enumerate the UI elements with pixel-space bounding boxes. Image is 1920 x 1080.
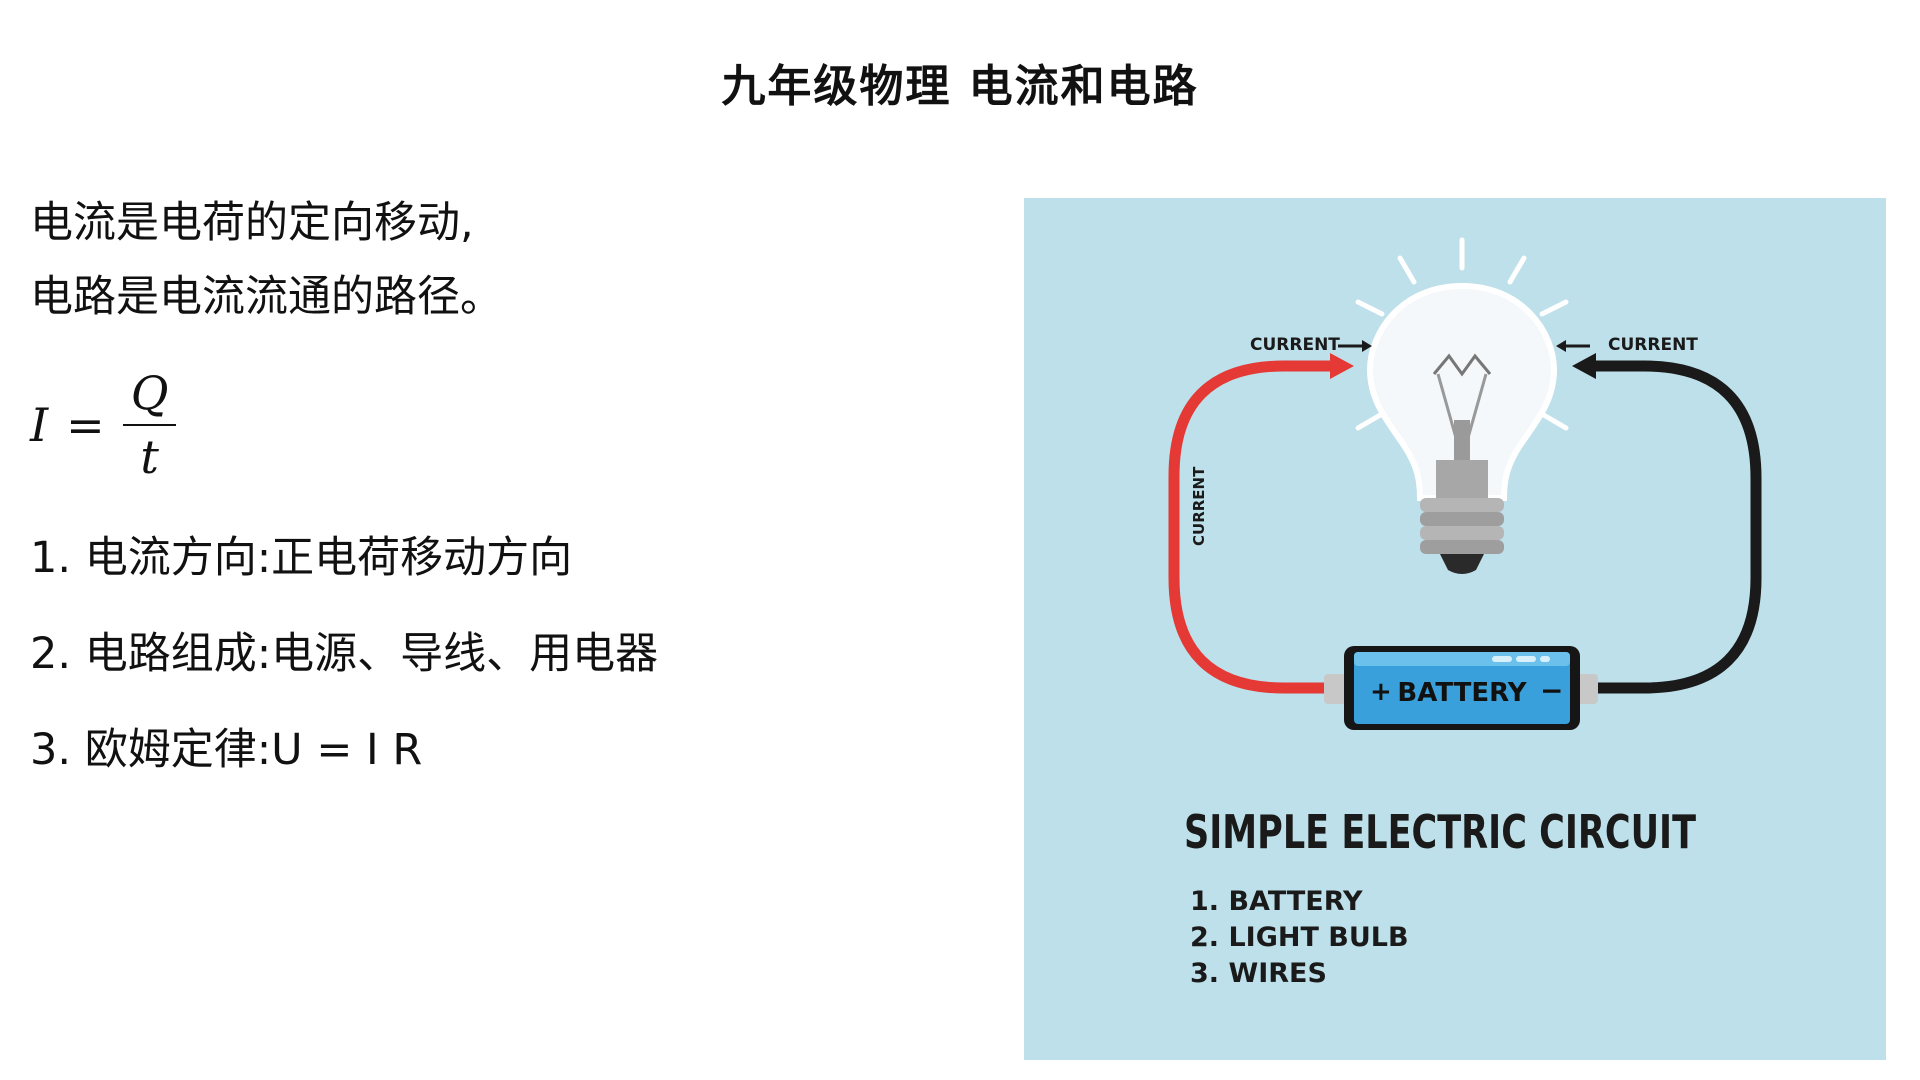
intro-line-1: 电流是电荷的定向移动, bbox=[30, 198, 474, 248]
positive-wire-arrowhead bbox=[1330, 353, 1354, 379]
diagram-heading: SIMPLE ELECTRIC CIRCUIT bbox=[1184, 805, 1696, 859]
battery-icon bbox=[1324, 646, 1598, 730]
formula-fraction: Q t bbox=[122, 366, 177, 484]
circuit-diagram: CURRENT CURRENT CURRENT bbox=[1024, 198, 1886, 1060]
formula-numerator: Q bbox=[122, 366, 177, 426]
page-title: 九年级物理 电流和电路 bbox=[721, 61, 1199, 112]
current-formula: I = Q t bbox=[30, 366, 177, 484]
current-label-left: CURRENT bbox=[1250, 335, 1340, 355]
negative-wire-arrowhead bbox=[1572, 353, 1596, 379]
light-rays bbox=[1355, 237, 1569, 431]
light-bulb-icon bbox=[1366, 282, 1558, 574]
current-label-right: CURRENT bbox=[1608, 335, 1698, 355]
battery-plus: + bbox=[1370, 677, 1392, 707]
list-item: 3. 欧姆定律:U = I R bbox=[30, 725, 423, 775]
intro-line-2: 电路是电流流通的路径。 bbox=[30, 272, 503, 322]
arrow-left-icon bbox=[1556, 340, 1590, 352]
key-points-list: 1. 电流方向:正电荷移动方向 2. 电路组成:电源、导线、用电器 3. 欧姆定… bbox=[30, 510, 658, 798]
battery-label: BATTERY bbox=[1397, 678, 1527, 708]
intro-text: 电流是电荷的定向移动, 电路是电流流通的路径。 bbox=[30, 186, 503, 334]
formula-equals: = bbox=[66, 398, 105, 452]
list-item: 2. 电路组成:电源、导线、用电器 bbox=[30, 629, 659, 679]
negative-wire bbox=[1584, 360, 1762, 694]
arrow-right-icon bbox=[1338, 340, 1372, 352]
list-item: 1. 电流方向:正电荷移动方向 bbox=[30, 533, 573, 583]
diagram-list-item-1: 1. BATTERY bbox=[1190, 886, 1363, 917]
formula-lhs: I bbox=[30, 398, 49, 452]
diagram-list-item-2: 2. LIGHT BULB bbox=[1190, 922, 1409, 953]
positive-wire bbox=[1168, 360, 1344, 694]
current-label-side: CURRENT bbox=[1190, 466, 1208, 546]
formula-denominator: t bbox=[140, 430, 159, 484]
circuit-illustration: CURRENT CURRENT CURRENT bbox=[1024, 198, 1886, 1060]
diagram-list-item-3: 3. WIRES bbox=[1190, 958, 1327, 989]
battery-minus: − bbox=[1540, 674, 1563, 707]
